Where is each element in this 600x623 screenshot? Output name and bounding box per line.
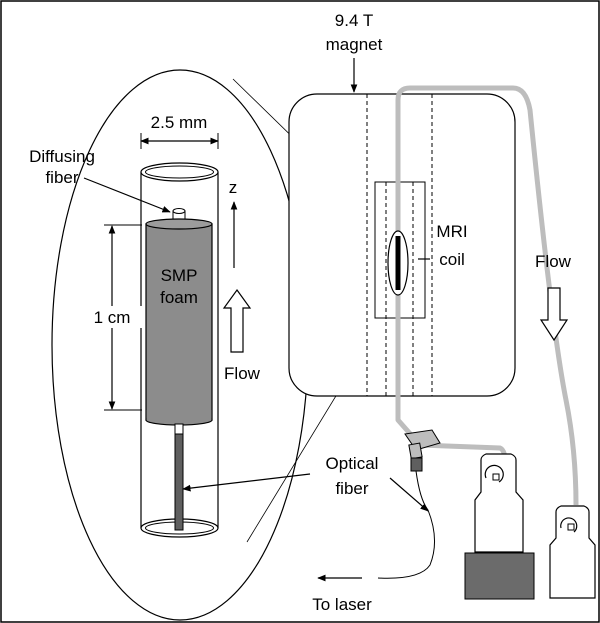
- flow-arrow-up-hollow: [222, 288, 252, 353]
- smp-label-line1: SMP: [161, 266, 198, 285]
- pump-block: [464, 552, 535, 600]
- diffusing-fiber-pointer: [83, 177, 171, 213]
- flow-label-right: Flow: [535, 252, 572, 271]
- magnet-label-line2: magnet: [326, 35, 383, 54]
- diffusing-fiber-label-line2: fiber: [45, 168, 78, 187]
- tubing-loop: [395, 85, 579, 506]
- optical-fiber-out: [377, 470, 435, 579]
- reservoir-bottle-left: [464, 453, 535, 600]
- smp-label-line2: foam: [160, 288, 198, 307]
- reservoir-bottle-right: [549, 505, 596, 599]
- optical-fiber-label-line1: Optical: [326, 454, 379, 473]
- optical-fiber-pointer-right: [389, 477, 429, 512]
- magnet-setup: 9.4 T magnet MRI coil Flow Optical fiber: [182, 11, 596, 614]
- glass-tube: [140, 162, 219, 538]
- optical-fiber-label-line2: fiber: [335, 479, 368, 498]
- diffusing-fiber-label-line1: Diffusing: [29, 147, 95, 166]
- z-axis-label: z: [229, 178, 238, 197]
- length-label: 1 cm: [94, 308, 131, 327]
- y-connector: [404, 429, 441, 472]
- smp-foam-cylinder: [145, 218, 213, 426]
- to-laser-label: To laser: [312, 595, 372, 614]
- flow-arrow-down-hollow: [539, 287, 569, 342]
- magnified-view: 2.5 mm Diffusing fiber 1 cm SMP foam z F…: [29, 69, 309, 621]
- optical-fiber-pointer-left: [182, 473, 311, 492]
- optical-fiber-in-tube: [174, 423, 184, 531]
- magnet-label-line1: 9.4 T: [335, 11, 373, 30]
- mri-coil-label-line2: coil: [439, 250, 465, 269]
- width-label: 2.5 mm: [151, 113, 208, 132]
- flow-label-left: Flow: [224, 364, 261, 383]
- mri-coil-label-line1: MRI: [436, 222, 467, 241]
